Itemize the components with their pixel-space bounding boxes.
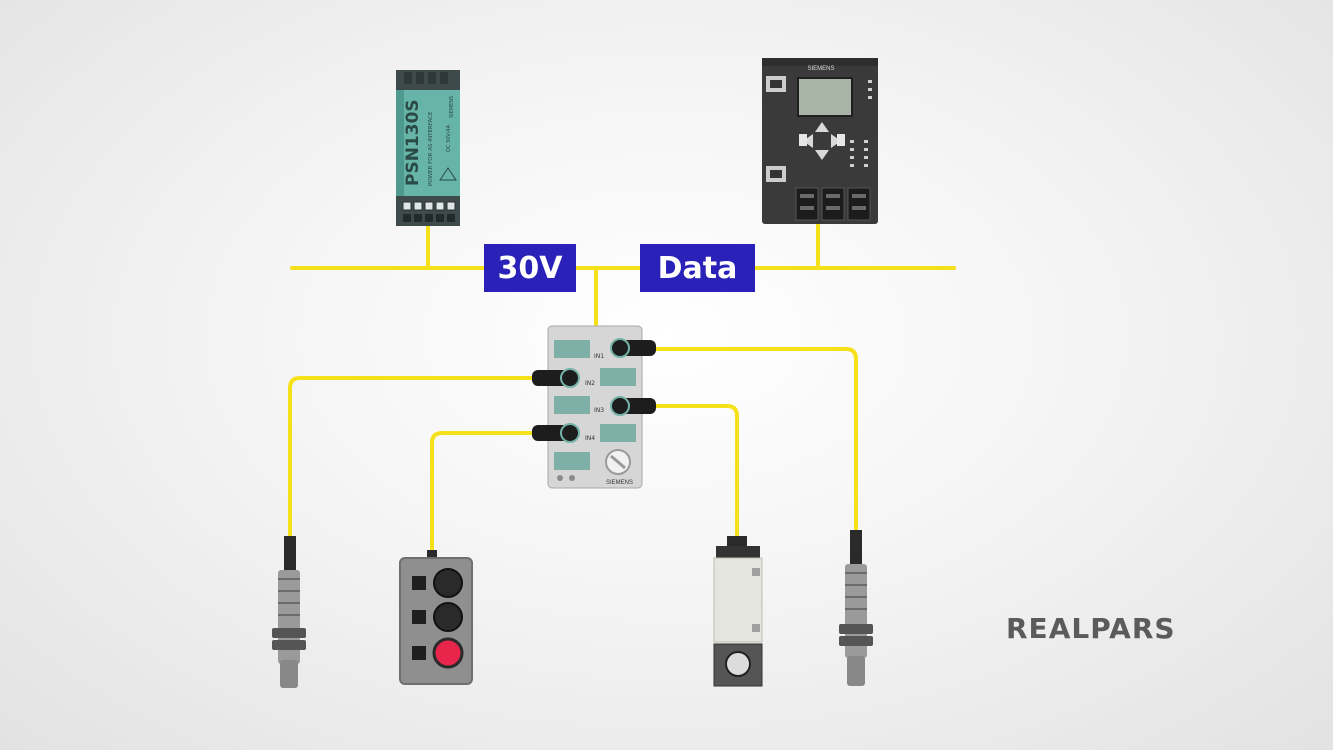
terminal [446,201,456,211]
terminal [424,201,434,211]
module-maker: SIEMENS [606,480,633,486]
sensor-left-cable [288,376,542,540]
left-arrow-icon [803,134,813,148]
ethernet-port-icon [766,166,786,182]
pushbutton-station [399,550,473,685]
m12-connector [532,368,580,388]
roller-icon [725,651,751,677]
as-i-master-controller: SIEMENS [762,58,878,224]
right-arrow-icon [831,134,841,148]
power-supply-rating: DC 30V/4A [446,124,452,152]
m12-connector [532,423,580,443]
limit-switch [713,536,763,687]
controller-display [797,77,853,117]
m12-connector [610,396,656,416]
limit-switch-cable [650,404,739,538]
controller-maker: SIEMENS [807,66,834,72]
m12-connector [610,338,656,358]
module-label-windows [554,340,636,470]
ethernet-port-icon [766,76,786,92]
pushbutton-red-icon [432,637,464,669]
port-label-in3: IN3 [594,407,604,414]
up-arrow-icon [815,122,829,132]
pushbutton-cable [430,431,542,555]
proximity-sensor-left [272,536,306,688]
power-supply-model: PSN130S [403,99,423,186]
as-i-io-module: IN1 IN2 IN3 IN4 SIEMENS [532,325,656,489]
pushbutton-black-icon [433,568,463,598]
terminal [435,201,445,211]
terminal [413,201,423,211]
terminal-blocks [795,187,871,221]
terminal [402,201,412,211]
power-bus-label: 30V [484,244,576,292]
power-supply-warning-icon [439,167,457,181]
port-label-in4: IN4 [585,435,595,442]
pushbutton-black-icon [433,602,463,632]
sensor-right-cable [650,347,858,532]
down-arrow-icon [815,150,829,160]
brand-logo: REALPARS [1006,612,1176,645]
port-label-in1: IN1 [594,353,604,360]
port-label-in2: IN2 [585,380,595,387]
cables [288,220,956,555]
power-supply: PSN130S POWER FOR AS-INTERFACE DC 30V/4A… [396,70,460,226]
status-leds [850,80,872,167]
proximity-sensor-right [839,530,873,686]
controller-keypad [799,122,845,160]
power-supply-maker: SIEMENS [449,96,455,118]
data-bus-label: Data [640,244,755,292]
power-supply-subtitle: POWER FOR AS-INTERFACE [428,111,434,186]
